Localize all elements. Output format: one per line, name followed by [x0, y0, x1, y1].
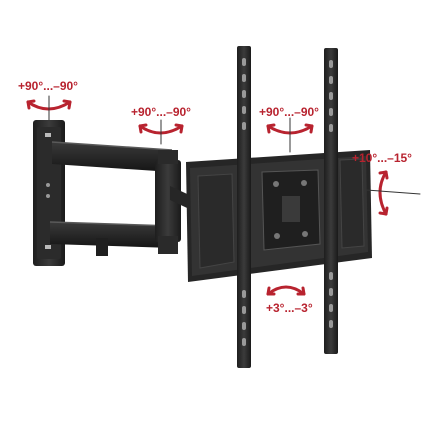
- vertical-rail-left: [237, 46, 251, 368]
- arm-swivel-arrow-icon: [138, 119, 184, 145]
- level-label: +3°...–3°: [266, 301, 313, 315]
- elbow-joint: [155, 150, 181, 254]
- wall-swivel-label: +90°...–90°: [18, 79, 78, 93]
- tilt-label: +10°...–15°: [352, 151, 412, 165]
- upper-arm: [51, 141, 173, 172]
- wall-swivel-arrow-icon: [26, 95, 72, 121]
- tv-swivel-label: +90°...–90°: [259, 105, 319, 119]
- lower-arm: [49, 221, 173, 256]
- vertical-rail-right: [324, 48, 338, 354]
- tilt-arrow-icon: [365, 170, 421, 216]
- tv-swivel-arrow-icon: [266, 117, 314, 153]
- mounting-frame: [186, 150, 372, 282]
- level-arrow-icon: [266, 285, 306, 296]
- arm-swivel-label: +90°...–90°: [131, 105, 191, 119]
